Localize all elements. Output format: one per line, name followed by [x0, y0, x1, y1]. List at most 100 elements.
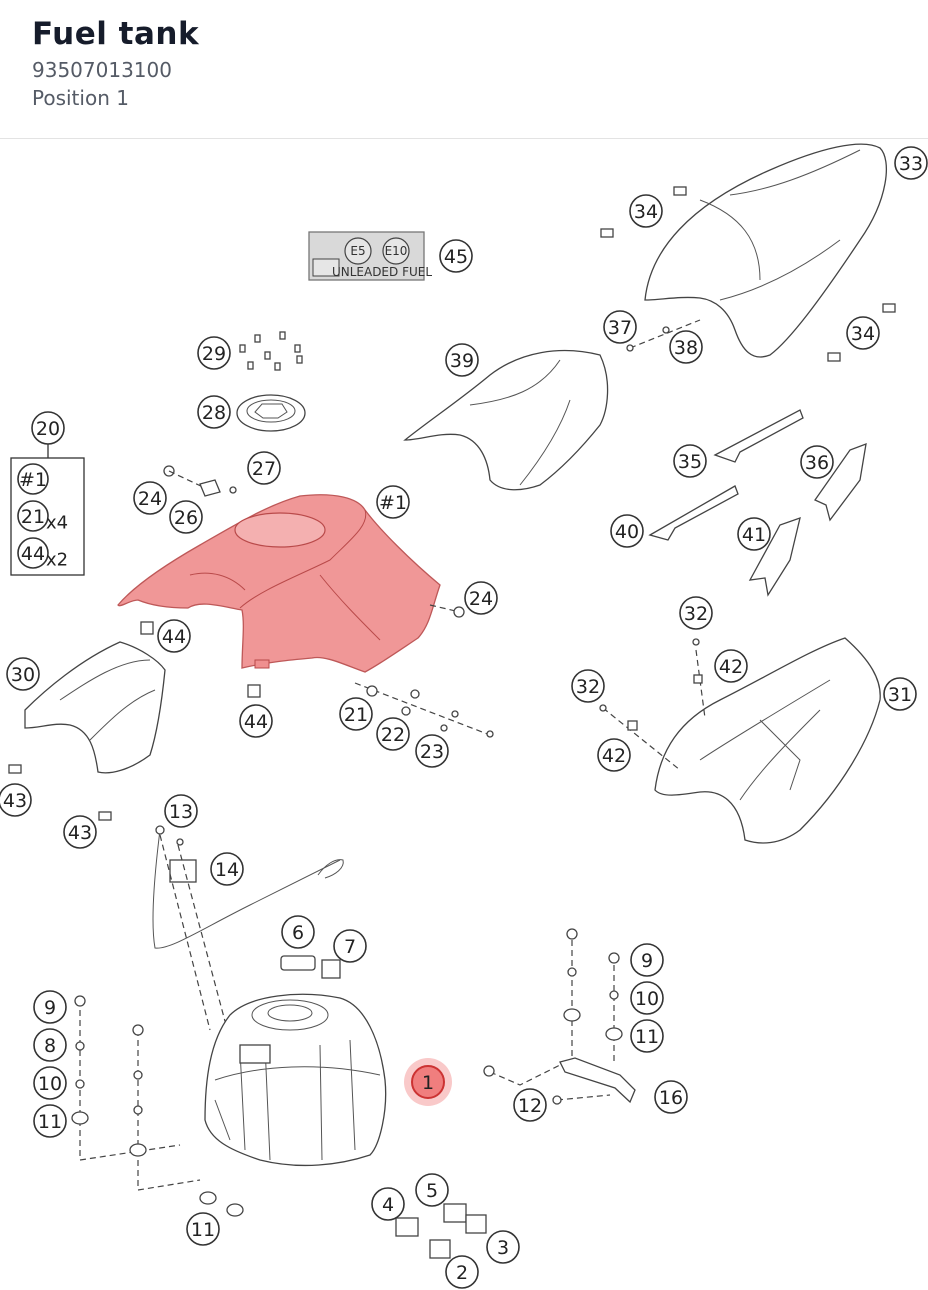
callout-c26[interactable]: 26	[169, 500, 203, 534]
bracket-16[interactable]	[559, 1057, 636, 1104]
callout-c34a[interactable]: 34	[629, 194, 663, 228]
callout-c2[interactable]: 2	[445, 1255, 479, 1289]
clip-34b[interactable]	[600, 228, 614, 238]
front-cover-30[interactable]	[24, 641, 166, 774]
screw-32b[interactable]	[599, 704, 607, 712]
callout-c30[interactable]: 30	[6, 657, 40, 691]
callout-c42b[interactable]: 42	[597, 738, 631, 772]
exploded-parts-diagram[interactable]: E5 E10 UNLEADED FUEL	[0, 139, 928, 1290]
callout-c13[interactable]: 13	[164, 794, 198, 828]
callout-c34b[interactable]: 34	[846, 316, 880, 350]
callout-c27[interactable]: 27	[247, 451, 281, 485]
callout-c4[interactable]: 4	[371, 1187, 405, 1221]
trim-41[interactable]	[748, 516, 801, 597]
callout-c36[interactable]: 36	[800, 445, 834, 479]
callout-c44b[interactable]: 44	[239, 704, 273, 738]
callout-c14[interactable]: 14	[210, 852, 244, 886]
rear-seat-33[interactable]	[644, 143, 888, 358]
bolt-9b[interactable]	[608, 952, 620, 964]
pad-4[interactable]	[395, 1217, 419, 1237]
callout-c31[interactable]: 31	[883, 677, 917, 711]
nut-42a[interactable]	[693, 674, 703, 684]
grommet-11a[interactable]	[71, 1111, 89, 1125]
callout-c6[interactable]: 6	[281, 915, 315, 949]
callout-c1[interactable]: 1	[404, 1058, 452, 1106]
nut-42b[interactable]	[627, 720, 638, 731]
callout-c24b[interactable]: 24	[464, 581, 498, 615]
callout-c43b[interactable]: 43	[63, 815, 97, 849]
callout-c37[interactable]: 37	[603, 310, 637, 344]
callout-c38[interactable]: 38	[669, 330, 703, 364]
pad-2[interactable]	[429, 1239, 451, 1259]
fuel-tank-cover-highlighted[interactable]	[117, 494, 441, 673]
washer-8[interactable]	[75, 1041, 85, 1051]
clip-44a[interactable]	[140, 621, 154, 635]
callout-c5[interactable]: 5	[415, 1173, 449, 1207]
grommet-43b[interactable]	[98, 811, 112, 821]
kit-item[interactable]: #1	[17, 463, 49, 495]
callout-c10a[interactable]: 10	[33, 1066, 67, 1100]
callout-c8[interactable]: 8	[33, 1028, 67, 1062]
callout-c23[interactable]: 23	[415, 734, 449, 768]
fuel-tank-body-1[interactable]	[204, 955, 387, 1167]
callout-c22[interactable]: 22	[376, 717, 410, 751]
clip-34d[interactable]	[827, 352, 841, 362]
grommet-43a[interactable]	[8, 764, 22, 774]
trim-35[interactable]	[713, 409, 804, 463]
clip-34a[interactable]	[673, 186, 687, 196]
screw-32a[interactable]	[692, 638, 700, 646]
screw-23[interactable]	[440, 724, 448, 732]
bolt-24b[interactable]	[453, 606, 465, 618]
callout-c24a[interactable]: 24	[133, 481, 167, 515]
callout-c45[interactable]: 45	[439, 239, 473, 273]
callout-c33[interactable]: 33	[894, 146, 928, 180]
clip-44b[interactable]	[247, 684, 261, 698]
trim-36[interactable]	[814, 442, 867, 522]
callout-c21[interactable]: 21	[339, 697, 373, 731]
callout-c12[interactable]: 12	[513, 1088, 547, 1122]
callout-c32a[interactable]: 32	[679, 596, 713, 630]
rear-subframe-31[interactable]	[654, 637, 881, 844]
callout-kit-20[interactable]: 20	[31, 411, 65, 445]
callout-c7[interactable]: 7	[333, 929, 367, 963]
rider-seat-39[interactable]	[403, 349, 609, 491]
nut-12[interactable]	[483, 1065, 495, 1077]
callout-c10b[interactable]: 10	[630, 981, 664, 1015]
fuel-cap-28[interactable]	[236, 394, 306, 432]
callout-c11a[interactable]: 11	[33, 1104, 67, 1138]
callout-c35[interactable]: 35	[673, 444, 707, 478]
callout-c9a[interactable]: 9	[33, 990, 67, 1024]
spacer-22[interactable]	[401, 706, 411, 716]
callout-c40[interactable]: 40	[610, 514, 644, 548]
callout-c28[interactable]: 28	[197, 395, 231, 429]
bracket-26[interactable]	[199, 479, 221, 497]
callout-c43a[interactable]: 43	[0, 783, 32, 817]
studs-29[interactable]	[239, 331, 303, 371]
callout-c11c[interactable]: 11	[186, 1212, 220, 1246]
callout-c11b[interactable]: 11	[630, 1019, 664, 1053]
callout-c44a[interactable]: 44	[157, 619, 191, 653]
trim-40[interactable]	[648, 485, 739, 541]
clip-34c[interactable]	[882, 303, 896, 313]
callout-c29[interactable]: 29	[197, 336, 231, 370]
callout-c9b[interactable]: 9	[630, 943, 664, 977]
washer-21[interactable]	[366, 685, 378, 697]
callout-c1a[interactable]: #1	[376, 485, 410, 519]
washer-10b[interactable]	[609, 990, 619, 1000]
callout-c41[interactable]: 41	[737, 517, 771, 551]
clip-27[interactable]	[229, 486, 237, 494]
screw-13a[interactable]	[155, 825, 165, 835]
callout-c3[interactable]: 3	[486, 1230, 520, 1264]
callout-c42a[interactable]: 42	[714, 649, 748, 683]
grommet-11b[interactable]	[605, 1027, 623, 1041]
bolt-9a[interactable]	[74, 995, 86, 1007]
breather-hose-14[interactable]	[152, 829, 341, 949]
callout-c16[interactable]: 16	[654, 1080, 688, 1114]
callout-c32b[interactable]: 32	[571, 669, 605, 703]
screw-13b[interactable]	[176, 838, 184, 846]
fuel-label-sticker[interactable]: E5 E10 UNLEADED FUEL	[308, 231, 432, 281]
grommet-11c[interactable]	[199, 1191, 217, 1205]
pad-5[interactable]	[443, 1203, 467, 1223]
